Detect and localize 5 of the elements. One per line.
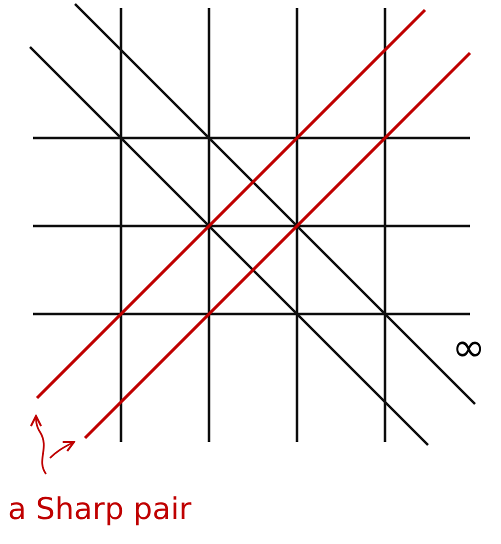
annotation-text: a Sharp pair <box>8 492 192 527</box>
leader-arrow <box>49 441 75 459</box>
infinity-label: ∞ <box>452 328 486 368</box>
diagonal-line <box>36 8 426 400</box>
leader-arrow <box>30 415 47 474</box>
